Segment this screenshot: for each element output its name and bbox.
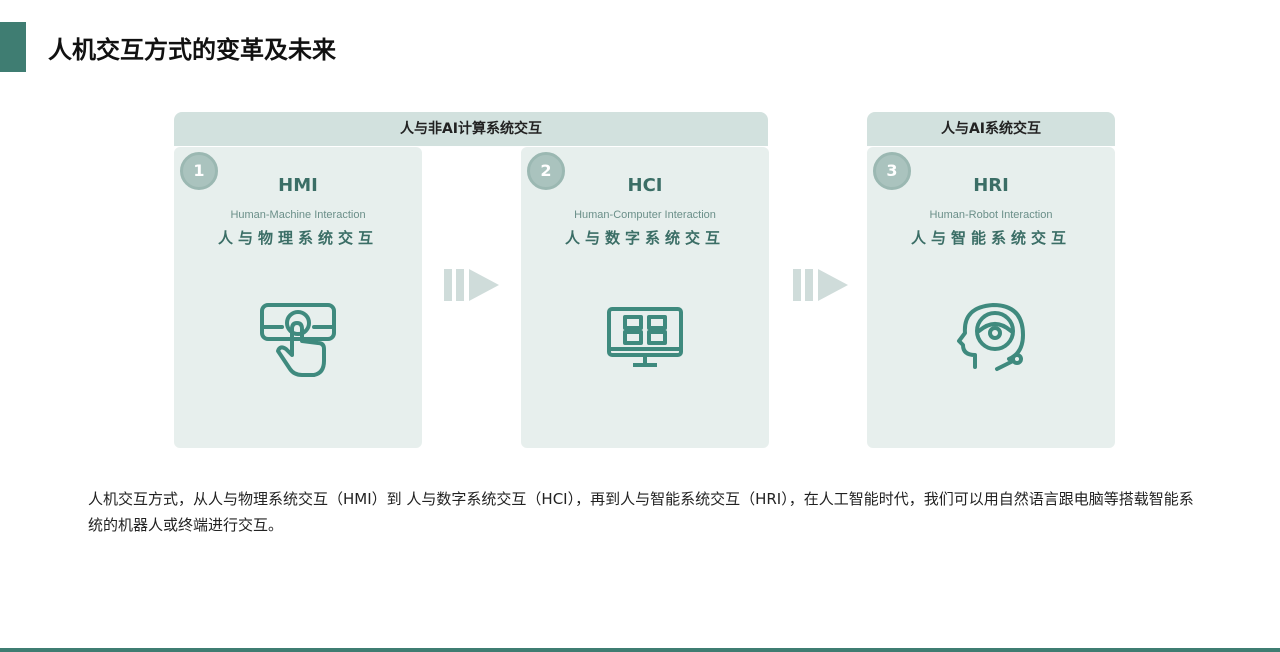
card-english: Human-Machine Interaction [230, 209, 366, 221]
robot-head-icon [957, 303, 1025, 371]
page-title: 人机交互方式的变革及未来 [48, 36, 336, 64]
arrow-right-icon [793, 269, 848, 301]
step-number: 1 [180, 152, 218, 190]
card-abbr: HRI [973, 175, 1009, 196]
card-abbr: HCI [627, 175, 663, 196]
group-header-non-ai: 人与非AI计算系统交互 [174, 112, 768, 146]
card-abbr: HMI [278, 175, 318, 196]
card-hci: 2 HCI Human-Computer Interaction 人与数字系统交… [521, 147, 769, 448]
card-chinese: 人与数字系统交互 [564, 229, 725, 247]
step-number: 2 [527, 152, 565, 190]
card-hmi: 1 HMI Human-Machine Interaction 人与物理系统交互 [174, 147, 422, 448]
card-english: Human-Computer Interaction [574, 209, 716, 221]
group-header-ai: 人与AI系统交互 [867, 112, 1115, 146]
step-number: 3 [873, 152, 911, 190]
description-text: 人机交互方式，从人与物理系统交互（HMI）到 人与数字系统交互（HCI），再到人… [88, 490, 1194, 534]
card-chinese: 人与智能系统交互 [910, 229, 1071, 247]
card-english: Human-Robot Interaction [929, 209, 1053, 221]
monitor-icon [607, 307, 683, 367]
card-chinese: 人与物理系统交互 [217, 229, 378, 247]
card-hri: 3 HRI Human-Robot Interaction 人与智能系统交互 [867, 147, 1115, 448]
arrow-right-icon [444, 269, 499, 301]
bottom-bar [0, 648, 1280, 652]
title-accent-bar [0, 22, 26, 72]
hand-touch-icon [260, 303, 336, 377]
